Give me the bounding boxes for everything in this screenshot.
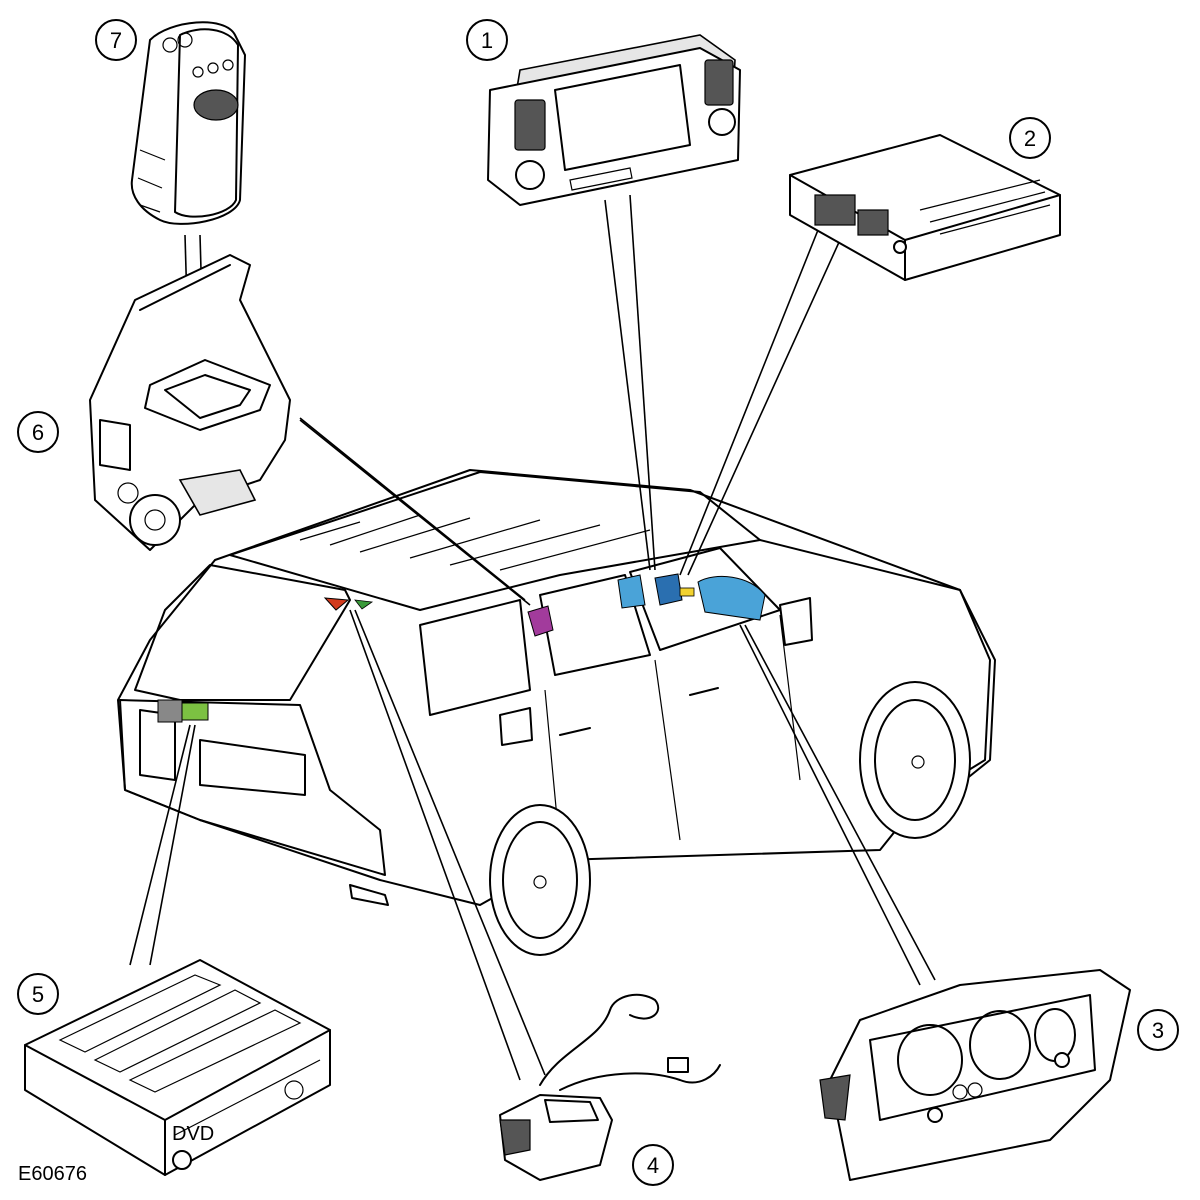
callout-4-number: 4 [647,1153,659,1178]
marker-holder [527,605,554,637]
dvd-player-unit: DVD [24,959,331,1176]
callout-7-number: 7 [110,28,122,53]
vehicle-outline [117,469,996,956]
marker-display [617,574,646,609]
control-module-unit [789,134,1061,281]
transmitter-holder-unit [89,254,291,551]
antenna-module-unit [499,993,721,1181]
marker-antenna [323,597,350,611]
callout-3: 3 [1137,1009,1179,1051]
dvd-label: DVD [172,1123,214,1145]
location-markers [157,573,766,723]
callout-2-number: 2 [1024,126,1036,151]
marker-cluster [697,575,766,621]
callout-1-number: 1 [481,28,493,53]
callout-7: 7 [95,19,137,61]
callout-4: 4 [632,1144,674,1186]
callout-5-number: 5 [32,982,44,1007]
figure-id: E60676 [18,1163,87,1185]
marker-dvd [181,702,209,721]
callout-6: 6 [17,411,59,453]
infotainment-display-unit [487,34,741,206]
callout-3-number: 3 [1152,1018,1164,1043]
callout-1: 1 [466,19,508,61]
callout-5: 5 [17,973,59,1015]
callout-6-number: 6 [32,420,44,445]
instrument-cluster-unit [819,969,1131,1181]
remote-handset-unit [130,21,246,225]
marker-dvd-housing [157,699,183,723]
marker-module [654,573,683,606]
marker-module-accent [679,587,695,597]
marker-antenna-2 [354,599,374,610]
callout-2: 2 [1009,117,1051,159]
